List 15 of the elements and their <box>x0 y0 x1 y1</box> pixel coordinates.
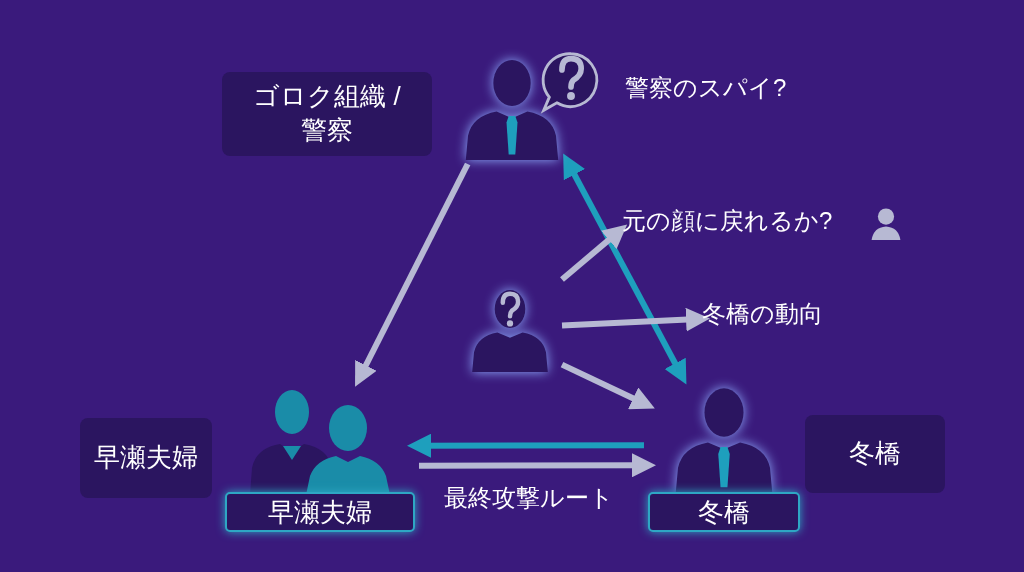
topic-text: 冬橋の動向 <box>702 300 823 327</box>
topic-text: 元の顔に戻れるか? <box>622 207 833 234</box>
arrow <box>419 453 656 478</box>
arrow <box>561 307 710 332</box>
arrow <box>563 153 687 385</box>
name-label: 冬橋 <box>648 492 800 532</box>
name-box: ゴロク組織 / 警察 <box>222 72 432 156</box>
caption-text: 警察のスパイ? <box>625 73 787 103</box>
name-box: 早瀬夫婦 <box>80 418 212 498</box>
arrow <box>560 224 628 282</box>
arrow <box>560 361 655 410</box>
arrow <box>355 162 471 387</box>
name-box: 冬橋 <box>805 415 945 493</box>
arrow <box>407 433 644 458</box>
name-label: 早瀬夫婦 <box>225 492 415 532</box>
